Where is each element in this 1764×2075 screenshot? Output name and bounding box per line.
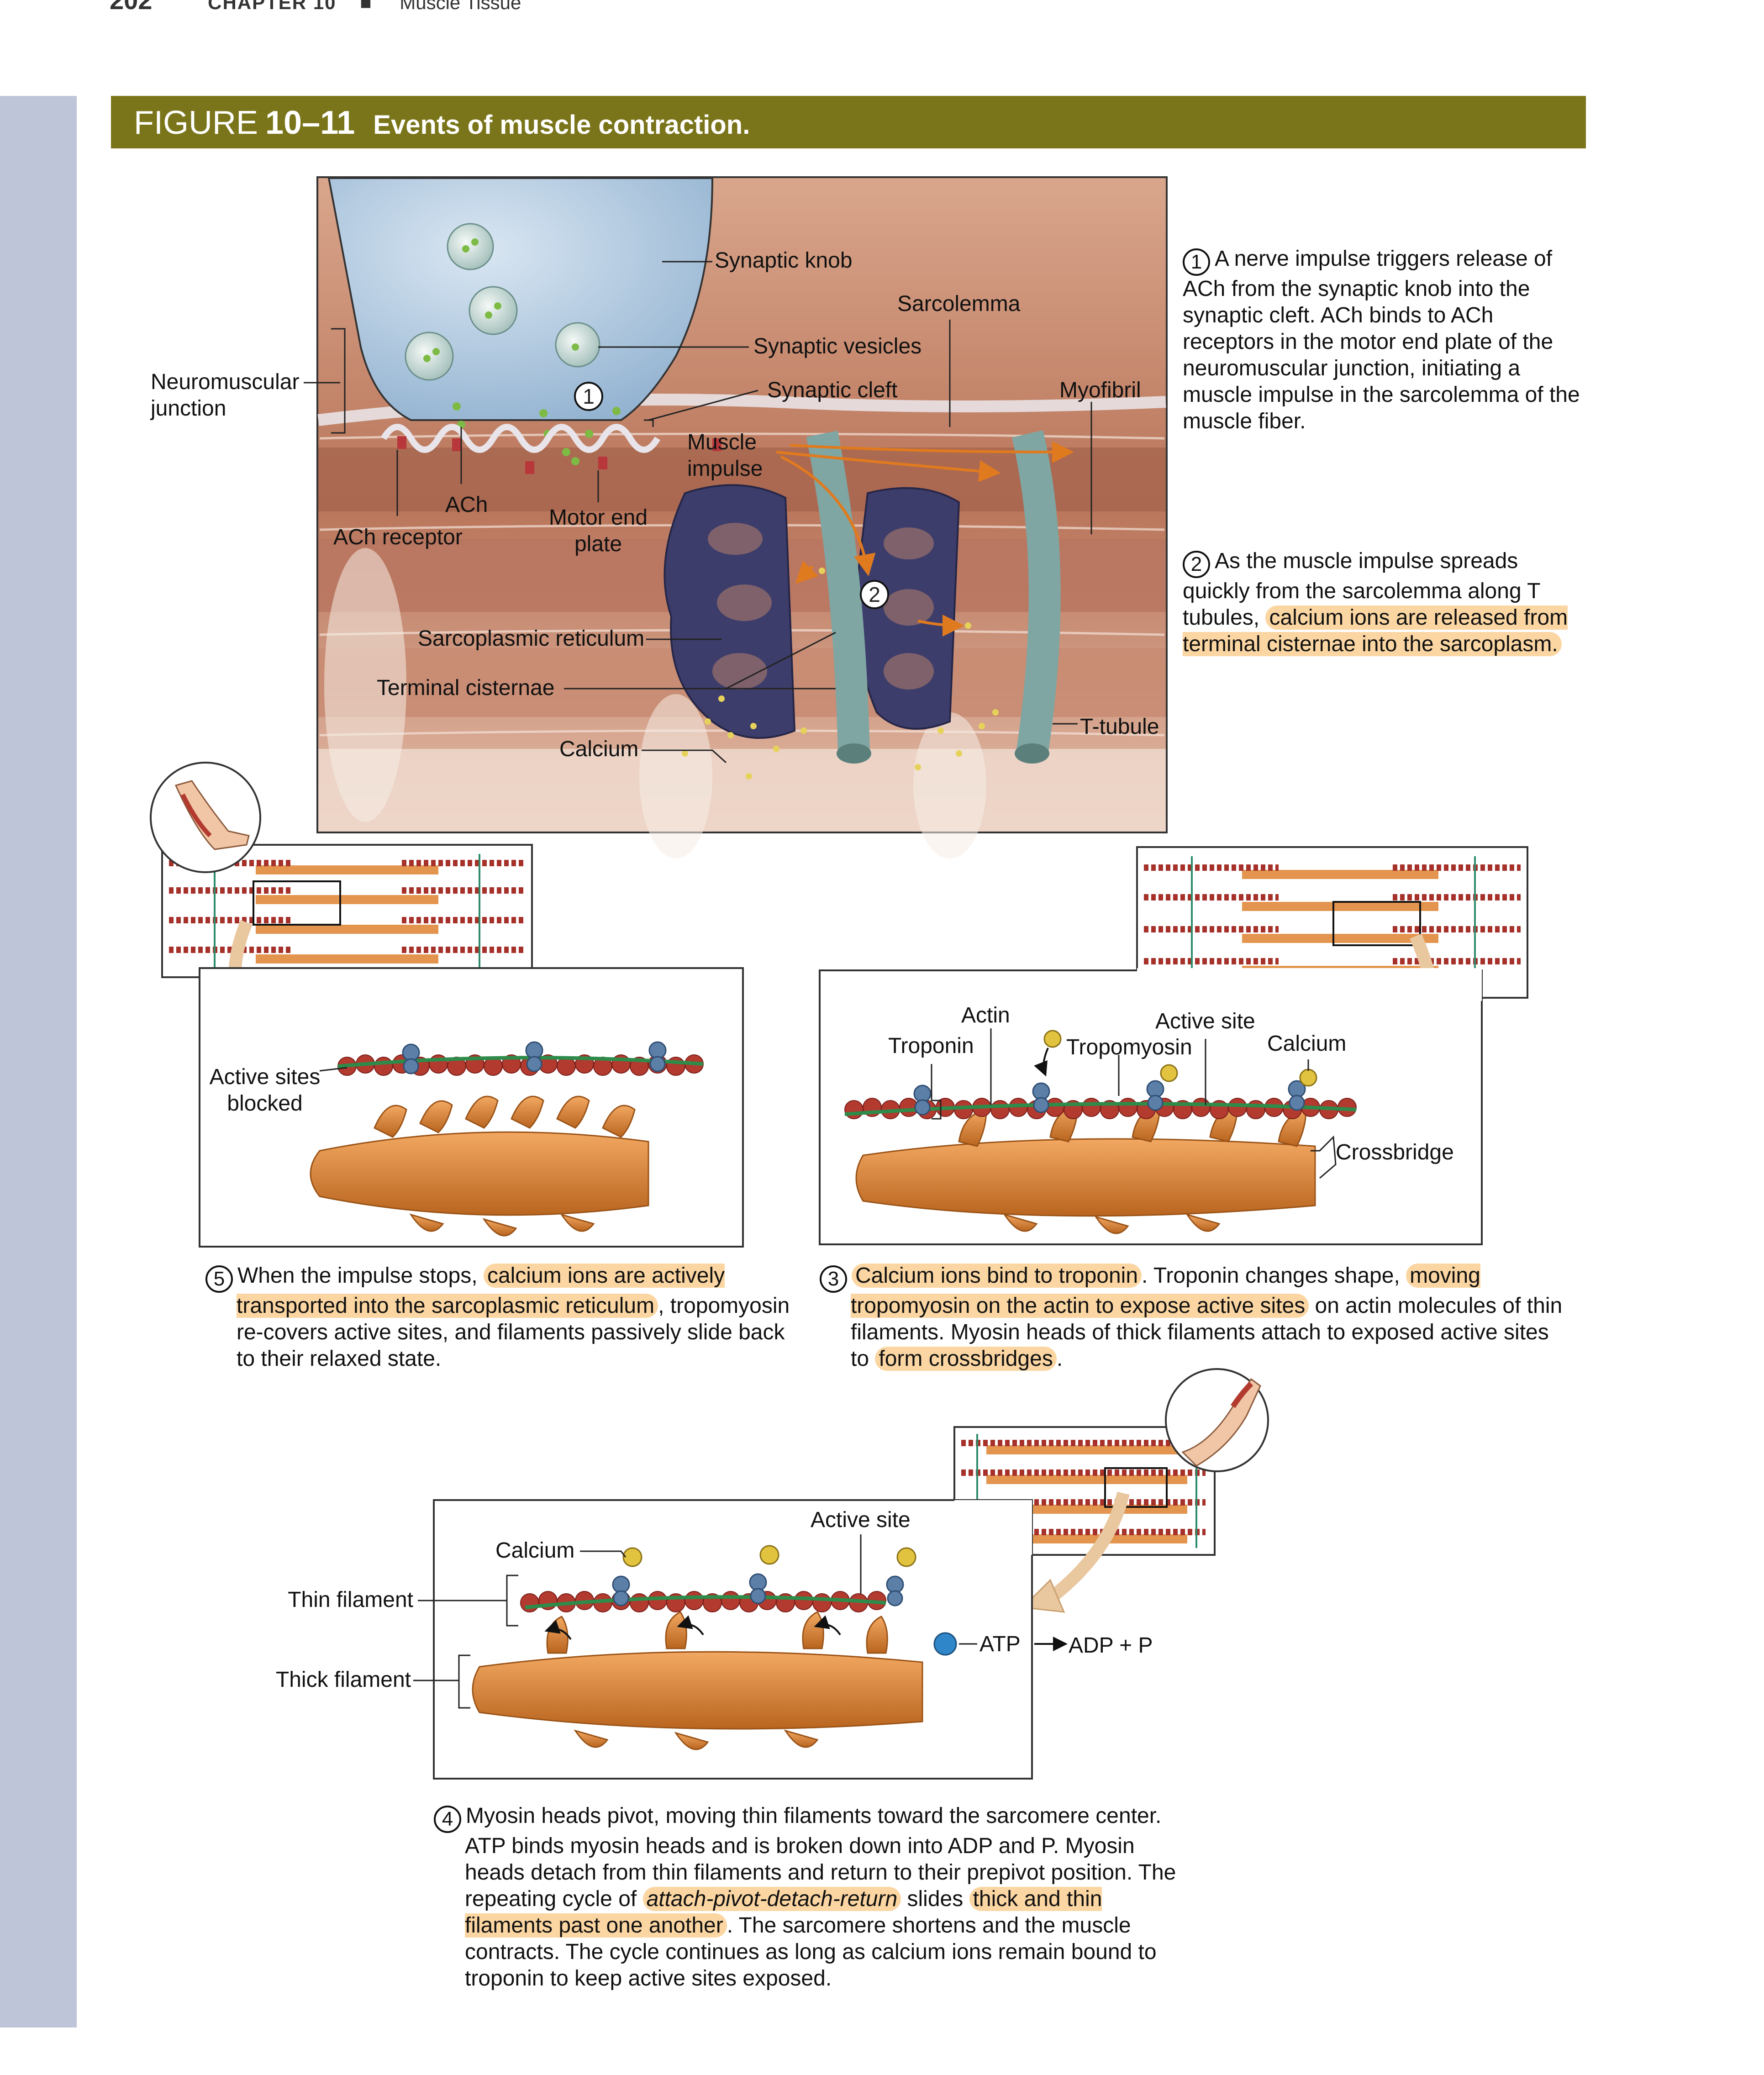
label-ach-receptor: ACh receptor xyxy=(333,525,463,549)
label-terminal-cisternae: Terminal cisternae xyxy=(377,676,555,700)
label-adp-p: ADP + P xyxy=(1069,1633,1153,1658)
atp-molecule xyxy=(933,1632,957,1656)
page-edge-strip xyxy=(0,96,77,2028)
label-tropomyosin: Tropomyosin xyxy=(1066,1035,1192,1059)
label-active-sites-blocked: Active sites blocked xyxy=(209,1065,321,1116)
label-calcium-4: Calcium xyxy=(495,1538,575,1563)
label-atp: ATP xyxy=(979,1632,1021,1656)
panel-3-illustration xyxy=(819,968,1483,1245)
label-sarcoplasmic-reticulum: Sarcoplasmic reticulum xyxy=(418,627,645,651)
zoom-arrow-bottom xyxy=(1046,1491,1130,1604)
panel-5-illustration xyxy=(199,967,744,1248)
label-crossbridge: Crossbridge xyxy=(1336,1140,1454,1164)
label-synaptic-cleft: Synaptic cleft xyxy=(767,378,898,402)
figure-number: 10–11 xyxy=(265,105,355,141)
label-muscle-impulse: Muscle impulse xyxy=(687,430,763,481)
label-troponin: Troponin xyxy=(888,1034,974,1058)
running-head: 202 CHAPTER 10 ■ Muscle Tissue xyxy=(110,0,521,15)
figure-title: Events of muscle contraction. xyxy=(373,110,750,140)
label-ach: ACh xyxy=(445,493,488,517)
label-calcium-3: Calcium xyxy=(1267,1032,1347,1056)
label-sarcolemma: Sarcolemma xyxy=(897,292,1021,316)
label-thin-filament: Thin filament xyxy=(288,1588,413,1612)
label-active-site-3: Active site xyxy=(1155,1009,1255,1033)
label-calcium-top: Calcium xyxy=(559,737,639,761)
label-synaptic-vesicles: Synaptic vesicles xyxy=(753,334,922,358)
label-thick-filament: Thick filament xyxy=(275,1668,411,1692)
label-synaptic-knob: Synaptic knob xyxy=(715,248,853,273)
label-neuromuscular-junction: Neuromuscular junction xyxy=(151,370,300,421)
label-myofibril: Myofibril xyxy=(1059,378,1141,402)
synaptic-vesicles xyxy=(405,223,600,381)
label-active-site-4: Active site xyxy=(811,1508,911,1532)
top-panel-illustration xyxy=(316,176,1168,858)
chapter-label: CHAPTER 10 xyxy=(208,0,337,13)
separator: ■ xyxy=(360,0,372,13)
mini-sarcomere-relaxed xyxy=(150,762,533,978)
label-t-tubule: T-tubule xyxy=(1080,715,1159,739)
step-badge-1: 1 xyxy=(574,382,603,411)
t-tubules xyxy=(806,430,1061,756)
top-leader-lines xyxy=(304,261,1092,764)
figure-label: FIGURE xyxy=(134,105,258,141)
label-actin: Actin xyxy=(961,1003,1010,1027)
panel-4-illustration xyxy=(413,1499,1068,1780)
step-badge-2: 2 xyxy=(860,580,889,609)
page-number: 202 xyxy=(110,0,153,15)
label-motor-end-plate: Motor end plate xyxy=(548,506,648,556)
section-label: Muscle Tissue xyxy=(400,0,521,13)
